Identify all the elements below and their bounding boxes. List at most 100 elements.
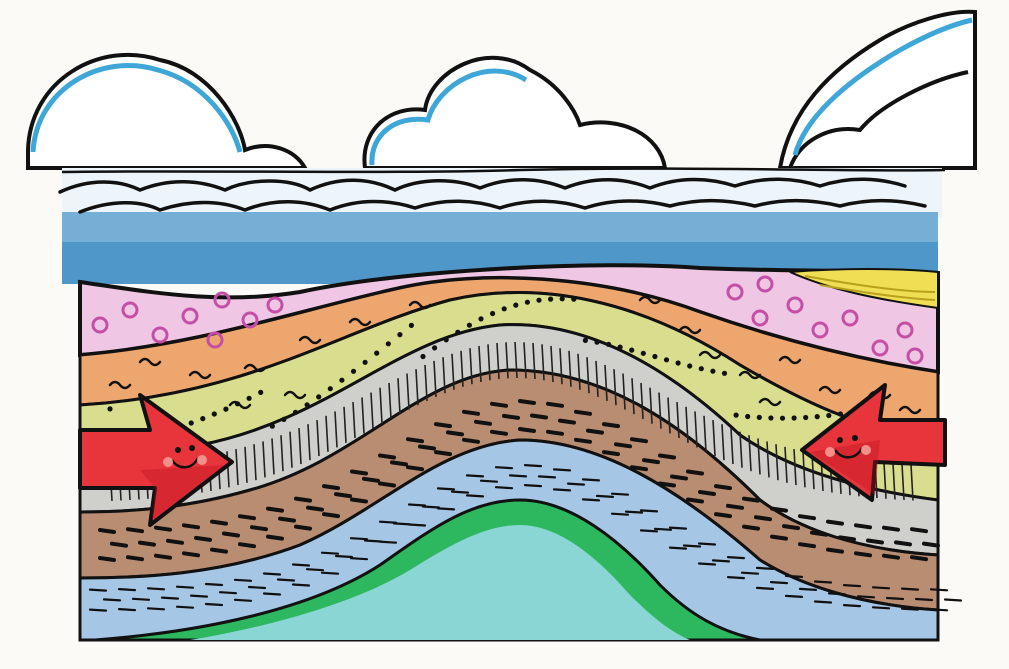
yellow-green-dot xyxy=(606,342,611,347)
shale-dash xyxy=(632,439,646,441)
blue-dash xyxy=(148,608,164,609)
blue-dash xyxy=(438,488,454,489)
left-arrow-cheek xyxy=(197,455,207,465)
blue-dash xyxy=(409,505,425,506)
yellow-green-dot xyxy=(594,340,599,345)
shale-dash xyxy=(548,432,562,434)
blue-dash xyxy=(757,568,773,569)
blue-dash xyxy=(119,589,135,590)
yellow-green-dot xyxy=(386,341,391,346)
shale-dash xyxy=(128,557,142,559)
yellow-green-dot xyxy=(687,363,692,368)
blue-dash xyxy=(728,557,744,558)
blue-dash xyxy=(278,580,294,581)
shale-dash xyxy=(772,509,786,511)
shale-dash xyxy=(168,541,182,543)
yellow-green-dot xyxy=(815,414,820,419)
shale-dash xyxy=(688,500,702,502)
blue-dash xyxy=(844,605,860,606)
blue-dash xyxy=(104,599,120,600)
yellow-green-dot xyxy=(467,323,472,328)
blue-dash xyxy=(583,479,599,480)
yellow-green-dot xyxy=(560,296,565,301)
shale-dash xyxy=(240,516,254,518)
shale-dash xyxy=(212,550,226,552)
yellow-green-dot xyxy=(745,414,750,419)
blue-dash xyxy=(800,589,816,590)
shale-dash xyxy=(560,421,574,423)
yellow-green-dot xyxy=(792,415,797,420)
blue-dash xyxy=(307,569,323,570)
shale-dash xyxy=(408,439,422,441)
yellow-green-dot xyxy=(803,415,808,420)
yellow-green-dot xyxy=(258,390,263,395)
shale-dash xyxy=(856,525,870,527)
shale-dash xyxy=(464,440,478,442)
shale-dash xyxy=(336,494,350,496)
blue-dash xyxy=(525,465,541,466)
shale-dash xyxy=(644,460,658,462)
shale-dash xyxy=(420,447,434,449)
yellow-green-dot xyxy=(409,323,414,328)
shale-dash xyxy=(224,534,238,536)
shale-dash xyxy=(772,537,786,539)
shale-dash xyxy=(352,472,366,474)
blue-dash xyxy=(191,596,207,597)
shale-dash xyxy=(688,472,702,474)
shale-dash xyxy=(896,542,910,544)
yellow-green-dot xyxy=(223,407,228,412)
blue-dash xyxy=(887,598,903,599)
blue-dash xyxy=(554,469,570,470)
shale-dash xyxy=(324,514,338,516)
shale-dash xyxy=(352,500,366,502)
shale-dash xyxy=(532,416,546,418)
blue-dash xyxy=(684,546,700,547)
shale-dash xyxy=(868,541,882,543)
blue-dash xyxy=(699,544,715,545)
blue-dash xyxy=(177,587,193,588)
blue-dash xyxy=(496,467,512,468)
yellow-green-dot xyxy=(525,300,530,305)
shale-dash xyxy=(448,432,462,434)
shale-dash xyxy=(324,486,338,488)
blue-dash xyxy=(90,610,106,611)
blue-dash xyxy=(249,587,265,588)
yellow-green-dot xyxy=(641,351,646,356)
shale-dash xyxy=(828,522,842,524)
shale-dash xyxy=(296,499,310,501)
shale-dash xyxy=(520,401,534,403)
blue-dash xyxy=(90,590,106,591)
shale-dash xyxy=(660,484,674,486)
blue-dash xyxy=(293,585,309,586)
yellow-green-dot xyxy=(768,415,773,420)
yellow-green-dot xyxy=(571,297,576,302)
yellow-green-dot xyxy=(397,332,402,337)
yellow-green-dot xyxy=(374,351,379,356)
blue-dash xyxy=(235,580,251,581)
yellow-green-dot xyxy=(270,424,275,429)
blue-dash xyxy=(423,507,439,508)
yellow-green-dot xyxy=(432,345,437,350)
shale-dash xyxy=(604,452,618,454)
blue-dash xyxy=(902,589,918,590)
sea-shading xyxy=(62,212,938,242)
shale-dash xyxy=(140,543,154,545)
shale-dash xyxy=(112,544,126,546)
shale-dash xyxy=(856,553,870,555)
shale-dash xyxy=(632,467,646,469)
yellow-green-dot xyxy=(281,417,286,422)
shale-dash xyxy=(308,508,322,510)
shale-dash xyxy=(884,528,898,530)
yellow-green-dot xyxy=(363,360,368,365)
blue-dash xyxy=(264,594,280,595)
shale-dash xyxy=(156,528,170,530)
shale-dash xyxy=(464,412,478,414)
blue-dash xyxy=(119,609,135,610)
shale-dash xyxy=(924,544,938,546)
shale-dash xyxy=(392,462,406,464)
blue-dash xyxy=(394,523,410,524)
blue-dash xyxy=(467,475,483,476)
yellow-green-dot xyxy=(710,369,715,374)
shale-dash xyxy=(128,529,142,531)
blue-dash xyxy=(670,528,686,529)
